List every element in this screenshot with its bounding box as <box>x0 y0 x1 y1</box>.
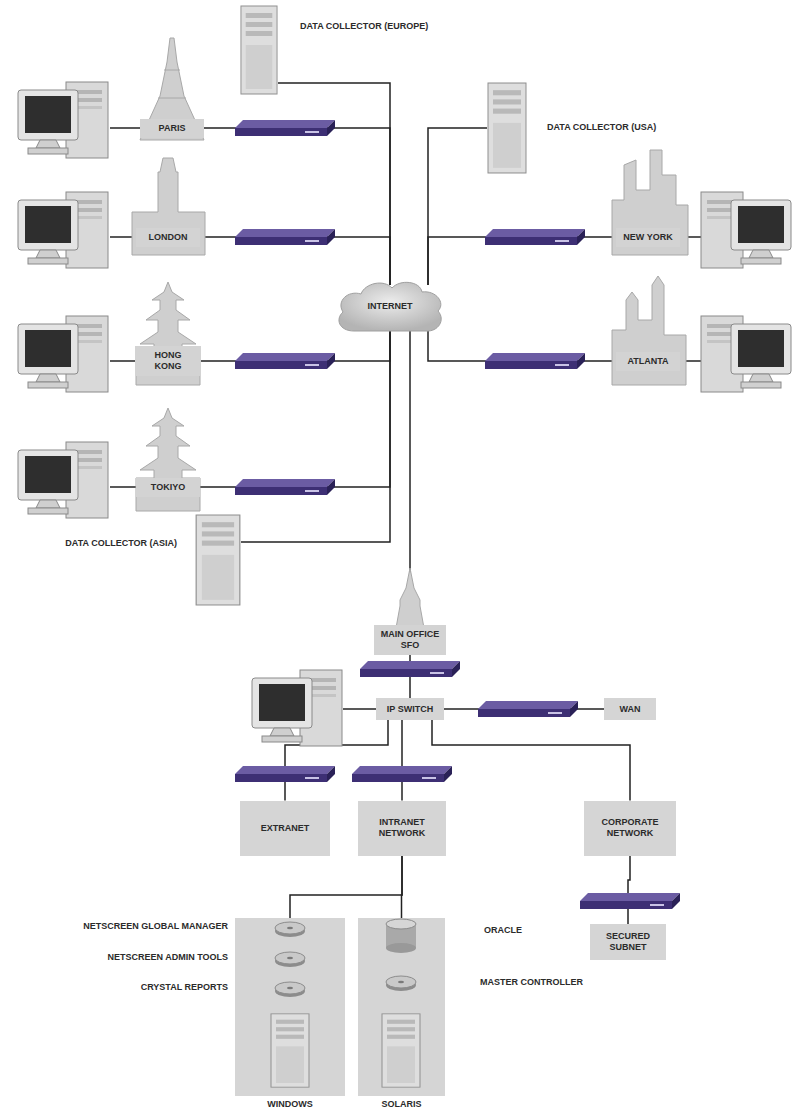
node-label: SOLARIS <box>358 1099 445 1110</box>
node-label: WAN <box>620 704 641 715</box>
skyline <box>612 276 686 385</box>
data-collector: DATA COLLECTOR (ASIA) <box>195 514 241 606</box>
node-label: CORPORATE NETWORK <box>589 817 671 839</box>
network-link <box>628 856 630 925</box>
node-label: MAIN OFFICE SFO <box>379 629 441 651</box>
network-link <box>432 720 630 801</box>
firewall-device <box>235 353 335 369</box>
skyline <box>612 150 688 255</box>
firewall-device <box>235 120 335 136</box>
city-label: TOKIYO <box>136 478 200 497</box>
pagoda <box>136 282 200 385</box>
data-collector: DATA COLLECTOR (USA) <box>487 82 527 174</box>
pagoda <box>136 408 200 511</box>
node-label: EXTRANET <box>261 823 310 834</box>
buildings <box>132 38 688 628</box>
office-label: MAIN OFFICE SFO <box>374 625 446 655</box>
server-panel: SOLARIS <box>358 918 445 1096</box>
node-label: TOKIYO <box>151 482 185 493</box>
firewall-device <box>235 229 335 245</box>
network-link <box>428 128 487 285</box>
node-label: ATLANTA <box>627 356 668 367</box>
server-icon <box>240 5 278 95</box>
node-label: PARIS <box>159 123 186 134</box>
firewalls <box>235 120 680 909</box>
software-icons <box>235 918 345 1096</box>
computer <box>701 316 791 392</box>
node-label: DATA COLLECTOR (USA) <box>547 122 656 133</box>
pyramid-tower <box>396 568 424 628</box>
eiffel-tower <box>140 38 204 140</box>
node-label: WINDOWS <box>235 1099 345 1110</box>
network-link <box>204 128 390 285</box>
computer <box>18 82 108 158</box>
computer <box>18 316 108 392</box>
firewall-device <box>360 661 460 677</box>
software-label: NETSCREEN ADMIN TOOLS <box>107 952 228 963</box>
internet-cloud: INTERNET <box>334 279 446 333</box>
network-link <box>278 83 390 285</box>
data-collector: DATA COLLECTOR (EUROPE) <box>240 5 278 95</box>
firewall-device <box>580 893 680 909</box>
server-icon <box>487 82 527 174</box>
network-link <box>200 327 390 487</box>
node-label: DATA COLLECTOR (ASIA) <box>65 538 177 549</box>
firewall-device <box>235 479 335 495</box>
software-label: NETSCREEN GLOBAL MANAGER <box>83 921 228 932</box>
software-label: ORACLE <box>484 925 522 936</box>
network-box: CORPORATE NETWORK <box>584 801 676 856</box>
firewall-device <box>478 701 578 717</box>
city-label: LONDON <box>136 228 200 247</box>
computers <box>18 82 791 746</box>
city-label: ATLANTA <box>616 352 680 371</box>
node-label: HONG KONG <box>140 350 196 372</box>
firewall-device <box>352 766 452 782</box>
computer <box>18 192 108 268</box>
city-label: NEW YORK <box>616 228 680 247</box>
computer <box>18 442 108 518</box>
firewall-device <box>485 229 585 245</box>
city-label: PARIS <box>140 119 204 138</box>
server-icon <box>195 514 241 606</box>
firewall-device <box>485 353 585 369</box>
node-label: NEW YORK <box>623 232 672 243</box>
subnet-box: SECURED SUBNET <box>590 924 666 960</box>
node-label: LONDON <box>149 232 188 243</box>
network-box: WAN <box>604 698 656 720</box>
software-label: CRYSTAL REPORTS <box>141 982 228 993</box>
software-label: MASTER CONTROLLER <box>480 977 583 988</box>
server-panel: WINDOWS <box>235 918 345 1096</box>
computer <box>701 192 791 268</box>
network-box: INTRANET NETWORK <box>358 801 446 856</box>
big-ben <box>132 158 205 255</box>
node-label: DATA COLLECTOR (EUROPE) <box>300 21 428 32</box>
computer <box>252 670 342 746</box>
pc-wires <box>110 128 702 709</box>
network-link <box>401 720 403 801</box>
network-box: EXTRANET <box>240 801 330 856</box>
city-label: HONG KONG <box>135 346 201 376</box>
switch-box: IP SWITCH <box>376 698 444 720</box>
network-link <box>290 856 402 919</box>
node-label: IP SWITCH <box>387 704 433 715</box>
node-label: INTERNET <box>368 301 413 312</box>
software-icons <box>358 918 445 1096</box>
firewall-device <box>235 766 335 782</box>
network-link <box>401 856 403 919</box>
node-label: INTRANET NETWORK <box>363 817 441 839</box>
node-label: SECURED SUBNET <box>595 931 661 953</box>
